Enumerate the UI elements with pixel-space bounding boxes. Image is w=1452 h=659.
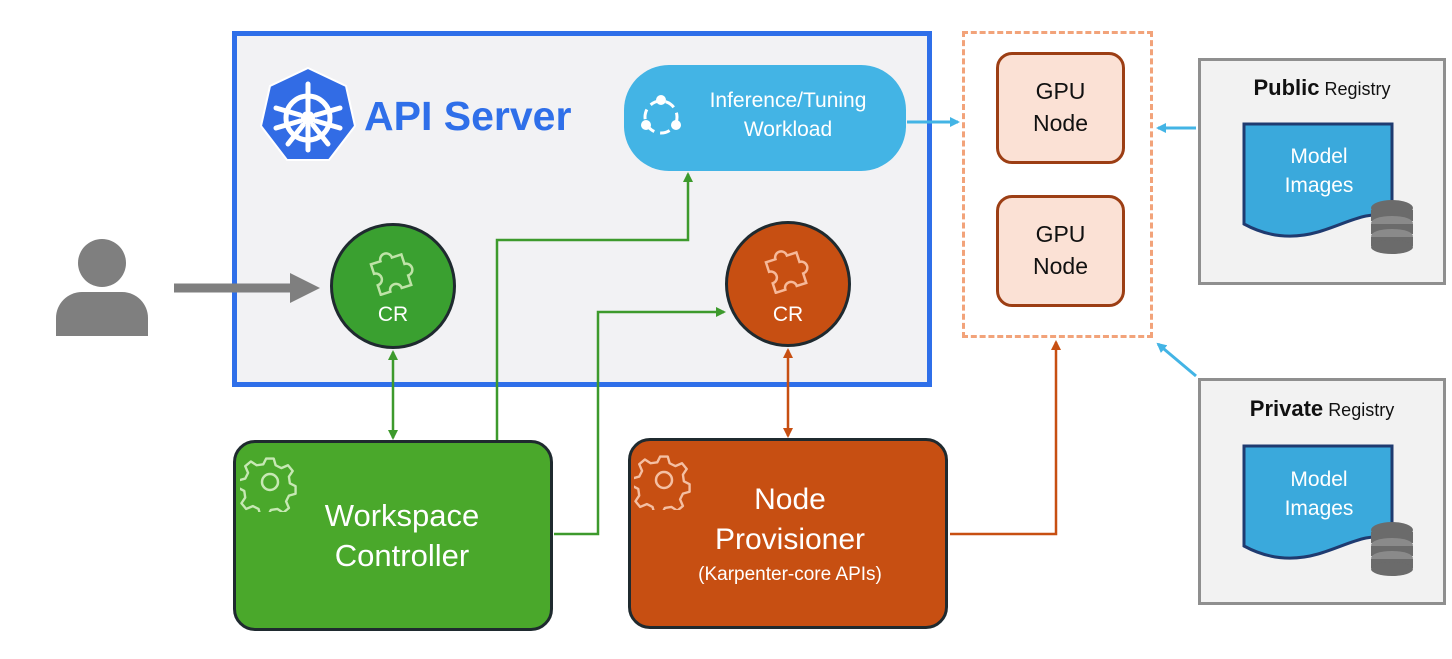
private-registry-to-gpu-link [1156, 342, 1197, 378]
workload-label: Inference/Tuning Workload [688, 86, 888, 144]
gpu-node-1-line1: GPU [1035, 78, 1086, 104]
public-registry-label: Registry [1324, 79, 1391, 99]
kubernetes-logo-icon [259, 66, 357, 161]
gpu-node-2[interactable]: GPU Node [996, 195, 1125, 307]
api-server-title: API Server [364, 93, 572, 139]
workload-cycle-icon [641, 95, 681, 135]
workspace-controller-label: Workspace Controller [233, 496, 553, 576]
public-registry-title: Public Registry [1198, 75, 1446, 101]
cr-label-workspace: CR [377, 303, 409, 326]
node-provisioner-label: Node Provisioner (Karpenter-core APIs) [628, 480, 948, 590]
node-provisioner-subtitle: (Karpenter-core APIs) [698, 564, 882, 585]
gpu-node-1-line2: Node [1033, 110, 1088, 136]
node-provisioner-line1: Node [754, 483, 826, 516]
puzzle-icon [369, 252, 414, 296]
private-registry-bold: Private [1249, 396, 1324, 421]
gear-icon [240, 457, 297, 512]
workspace-controller-line1: Workspace [324, 498, 480, 533]
inference-tuning-workload[interactable] [624, 65, 906, 171]
private-model-images-label: Model Images [1244, 465, 1394, 523]
gpu-node-2-line2: Node [1033, 253, 1088, 279]
private-doc-line2: Images [1284, 497, 1354, 520]
workspace-controller-box[interactable] [233, 440, 553, 631]
private-registry-label: Registry [1328, 400, 1395, 420]
database-icon [1371, 200, 1413, 254]
workspace-controller-line2: Controller [334, 538, 470, 573]
database-icon [1371, 522, 1413, 576]
user-icon [56, 239, 148, 336]
gpu-node-2-line1: GPU [1035, 221, 1086, 247]
document-icon [1242, 122, 1413, 254]
gpu-node-group [962, 31, 1153, 338]
public-registry-bold: Public [1253, 75, 1320, 100]
public-doc-line2: Images [1284, 174, 1354, 197]
workload-label-line2: Workload [743, 118, 833, 141]
node-provisioner-line2: Provisioner [714, 523, 866, 556]
public-doc-line1: Model [1290, 145, 1348, 168]
private-doc-line1: Model [1290, 468, 1348, 491]
public-model-images-label: Model Images [1244, 142, 1394, 200]
workload-label-line1: Inference/Tuning [709, 89, 867, 112]
gpu-node-1[interactable]: GPU Node [996, 52, 1125, 164]
provisioner-to-gpu-link [950, 340, 1061, 536]
puzzle-icon [764, 250, 809, 294]
private-registry-title: Private Registry [1198, 396, 1446, 422]
document-icon [1242, 444, 1413, 576]
cr-label-provisioner: CR [772, 303, 804, 326]
